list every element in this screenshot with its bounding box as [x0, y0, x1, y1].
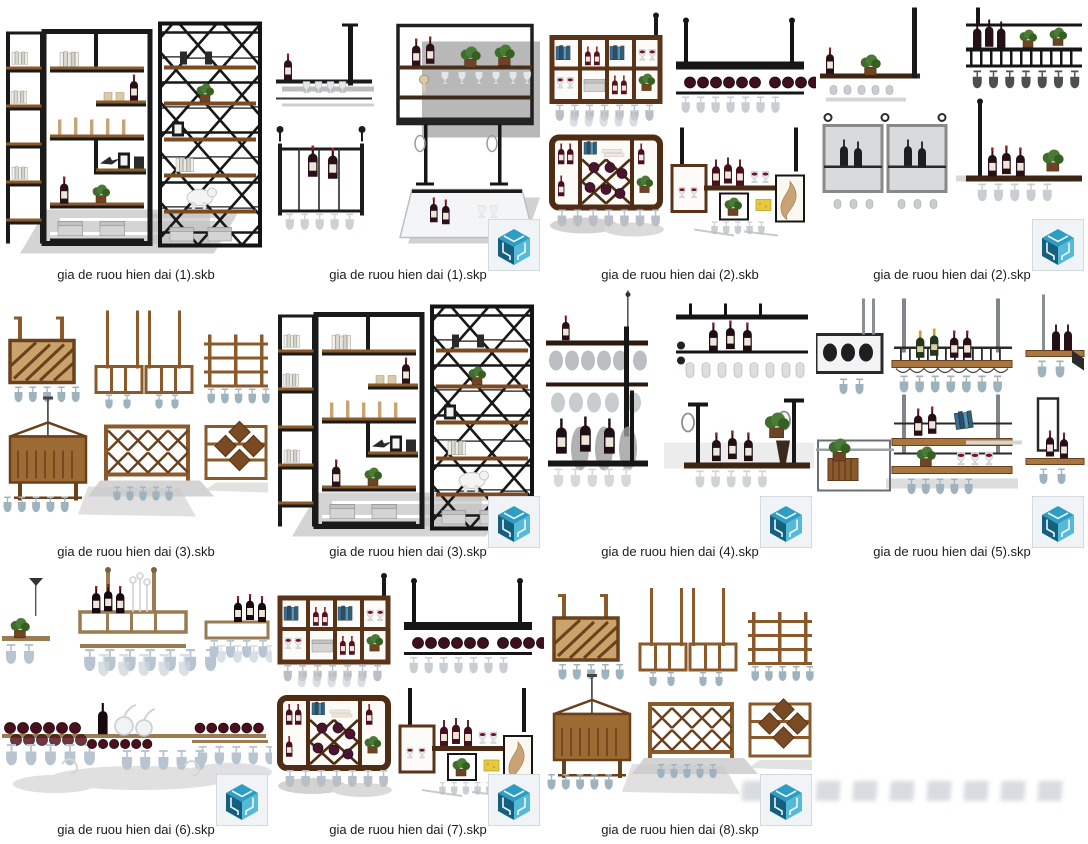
empty-grid-cell	[816, 566, 1088, 844]
model-preview	[272, 289, 544, 548]
file-label[interactable]: gia de ruou hien dai (5).skp	[873, 544, 1031, 559]
model-preview	[544, 289, 816, 548]
sketchup-logo-badge	[1032, 219, 1084, 271]
file-item-1skb[interactable]: gia de ruou hien dai (1).skb	[0, 0, 272, 289]
wine-rack-render	[0, 289, 272, 544]
file-label[interactable]: gia de ruou hien dai (1).skp	[329, 267, 487, 282]
model-preview	[272, 566, 544, 826]
model-preview	[544, 566, 816, 826]
file-item-8skp[interactable]: gia de ruou hien dai (8).skp	[544, 566, 816, 844]
file-item-3skp[interactable]: gia de ruou hien dai (3).skp	[272, 289, 544, 566]
model-preview	[0, 0, 272, 267]
model-preview	[0, 566, 272, 826]
sketchup-logo-badge	[488, 774, 540, 826]
sketchup-logo-badge	[488, 219, 540, 271]
wine-rack-render	[544, 0, 816, 267]
sketchup-logo-badge	[1032, 496, 1084, 548]
file-item-3skb[interactable]: gia de ruou hien dai (3).skb	[0, 289, 272, 566]
file-label[interactable]: gia de ruou hien dai (7).skp	[329, 822, 487, 837]
sketchup-logo-badge	[760, 774, 812, 826]
sketchup-logo-badge	[760, 496, 812, 548]
file-item-6skp[interactable]: gia de ruou hien dai (6).skp	[0, 566, 272, 844]
sketchup-logo-badge	[216, 774, 268, 826]
file-label[interactable]: gia de ruou hien dai (2).skb	[601, 267, 759, 282]
sketchup-logo-badge	[488, 496, 540, 548]
file-item-1skp[interactable]: gia de ruou hien dai (1).skp	[272, 0, 544, 289]
file-item-5skp[interactable]: gia de ruou hien dai (5).skp	[816, 289, 1088, 566]
file-item-7skp[interactable]: gia de ruou hien dai (7).skp	[272, 566, 544, 844]
file-label[interactable]: gia de ruou hien dai (8).skp	[601, 822, 759, 837]
model-preview	[544, 0, 816, 267]
file-label[interactable]: gia de ruou hien dai (3).skb	[57, 544, 215, 559]
file-item-2skb[interactable]: gia de ruou hien dai (2).skb	[544, 0, 816, 289]
model-preview	[816, 289, 1088, 548]
model-preview	[0, 289, 272, 544]
file-label[interactable]: gia de ruou hien dai (3).skp	[329, 544, 487, 559]
model-preview	[816, 0, 1088, 271]
wine-rack-render	[0, 0, 272, 267]
file-label[interactable]: gia de ruou hien dai (4).skp	[601, 544, 759, 559]
file-label[interactable]: gia de ruou hien dai (2).skp	[873, 267, 1031, 282]
file-item-2skp[interactable]: gia de ruou hien dai (2).skp	[816, 0, 1088, 289]
file-label[interactable]: gia de ruou hien dai (6).skp	[57, 822, 215, 837]
file-item-4skp[interactable]: gia de ruou hien dai (4).skp	[544, 289, 816, 566]
file-label[interactable]: gia de ruou hien dai (1).skb	[57, 267, 215, 282]
model-preview	[272, 0, 544, 271]
